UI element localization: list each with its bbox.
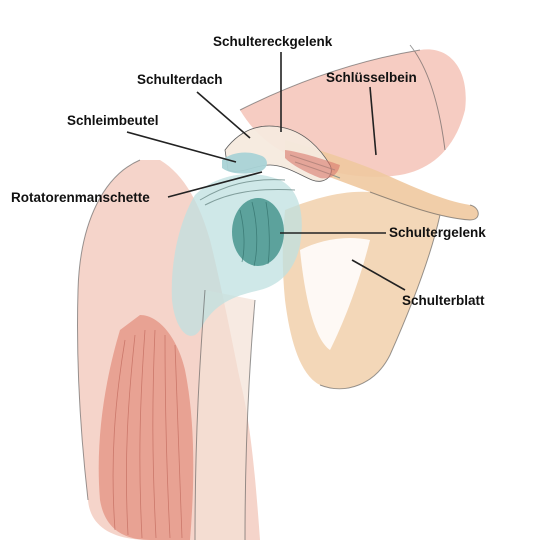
arm-muscle-striated [98,315,194,540]
label-schultereckgelenk: Schultereckgelenk [213,34,333,49]
label-rotatorenmanschette: Rotatorenmanschette [11,190,150,205]
label-schulterblatt: Schulterblatt [402,293,485,308]
scapula-inner [300,238,370,350]
leader-schulterblatt [351,259,406,291]
leader-schleimbeutel [126,131,237,163]
humerus-shaft [195,290,255,540]
leader-schulterdach [196,91,251,139]
leader-schluesselbein [369,86,377,156]
label-schultergelenk: Schultergelenk [389,225,486,240]
leader-rotatorenmanschette [167,171,263,198]
clavicle-bone [285,140,479,220]
label-schulterdach: Schulterdach [137,72,223,87]
label-schluesselbein: Schlüsselbein [326,70,417,85]
humeral-head [232,198,284,266]
leader-lines [126,52,406,291]
label-schleimbeutel: Schleimbeutel [67,113,159,128]
rotator-cuff-muscle [285,150,340,179]
bursa-sac [222,152,267,174]
